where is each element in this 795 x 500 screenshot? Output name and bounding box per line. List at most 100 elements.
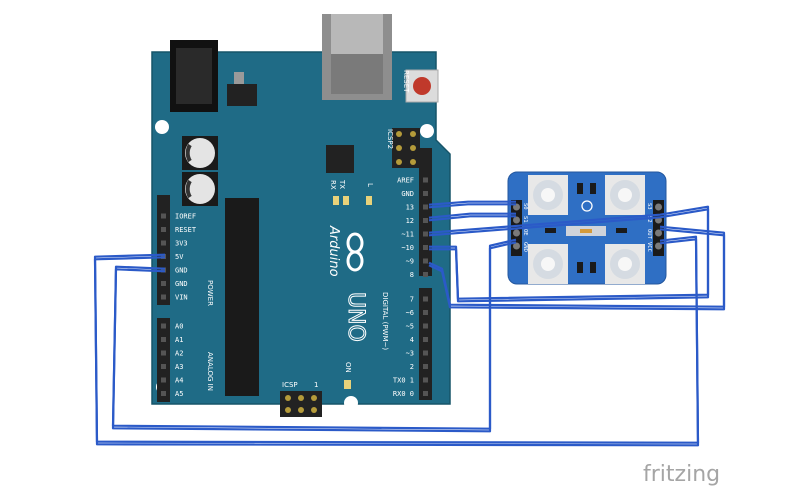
header-pin [423, 191, 428, 196]
header-pin [423, 204, 428, 210]
pin-label: A5 [175, 390, 183, 398]
dc-power-jack [170, 40, 218, 112]
usb-connector [322, 14, 392, 100]
sensor-pin-label: S3 [646, 203, 652, 210]
icsp-pin1-label: 1 [314, 381, 318, 389]
wire [93, 235, 700, 444]
header-pin [423, 377, 428, 383]
smd-resistor [616, 228, 627, 233]
pin-label: AREF [397, 177, 414, 185]
sensor-pin [655, 229, 662, 237]
analog-header-label: ANALOG IN [206, 352, 214, 391]
voltage-regulator [227, 72, 257, 106]
sensor-pin-label: S1 [522, 216, 528, 223]
pin-label: 13 [406, 204, 414, 212]
header-pin [161, 377, 166, 383]
header-pin [423, 218, 428, 223]
header-pin [161, 364, 166, 369]
sensor-pin-label: S2 [646, 216, 652, 223]
sensor-pin [513, 242, 520, 250]
pin-label: GND [175, 267, 188, 275]
reset-label: RESET [402, 70, 410, 93]
mounting-hole [344, 396, 358, 410]
atmega-chip [225, 198, 259, 396]
sensor-pin [655, 203, 662, 211]
reset-button[interactable] [405, 69, 439, 103]
capacitor [182, 172, 218, 206]
wire-group [93, 200, 726, 447]
header-pin [423, 231, 428, 237]
white-led [528, 244, 568, 284]
pin-label: A0 [175, 323, 183, 331]
rx-led [343, 196, 349, 205]
pin-label: RESET [175, 226, 197, 234]
usb-chip [326, 145, 354, 173]
logo-icon [581, 200, 593, 212]
sensor-pin [513, 229, 520, 237]
smd-resistor [577, 262, 583, 273]
wire [428, 200, 516, 206]
pin-label: ~5 [406, 323, 414, 331]
wire [93, 238, 700, 447]
header-pin [423, 364, 428, 369]
header-pin [161, 213, 166, 219]
pin-label: A4 [175, 377, 183, 385]
sensor-pin-label: OUT [646, 229, 652, 240]
smd-resistor [577, 183, 583, 194]
wire [428, 212, 516, 219]
wire [428, 215, 516, 222]
pin-label: 8 [410, 271, 414, 279]
header-pin [423, 350, 428, 356]
on-led [344, 380, 351, 389]
mounting-hole [420, 124, 434, 138]
header-pin [161, 227, 166, 232]
tx-led [333, 196, 339, 205]
rx-label: RX [329, 180, 337, 190]
sensor-pin-label: VCC [646, 242, 652, 252]
wire [428, 203, 516, 209]
icsp2-label: ICSP2 [386, 129, 394, 149]
wire [428, 228, 726, 311]
header-pin [423, 337, 428, 342]
capacitor [182, 136, 218, 170]
arduino-brand-text: Arduino [326, 225, 341, 277]
icsp-label: ICSP [282, 381, 298, 389]
header-pin [423, 310, 428, 315]
pin-label: TX0 1 [393, 377, 414, 385]
header-pin [423, 296, 428, 302]
smd-resistor [590, 262, 596, 273]
header-pin [161, 391, 166, 396]
wire [428, 225, 726, 308]
header-pin [423, 177, 428, 183]
analog-header [157, 318, 170, 402]
pin-label: 3V3 [175, 240, 188, 248]
wire [111, 238, 517, 430]
pin-label: A2 [175, 350, 183, 358]
header-pin [423, 323, 428, 329]
header-pin [161, 281, 166, 286]
mounting-hole [155, 120, 169, 134]
header-pin [423, 245, 428, 250]
header-pin [161, 337, 166, 342]
arduino-uno-board: RESET ICSP2 TX RX L [151, 14, 451, 417]
digital-header-upper [419, 148, 432, 276]
smd-resistor [545, 228, 556, 233]
pin-label: 5V [175, 253, 184, 261]
digital-header-lower [419, 288, 432, 400]
icsp-header [280, 391, 322, 417]
white-led [605, 244, 645, 284]
sensor-pin-label: GND [522, 242, 528, 252]
header-pin [161, 323, 166, 329]
sensor-pin-label: OE [522, 229, 528, 236]
on-label: ON [344, 362, 352, 373]
pin-label: ~3 [406, 350, 414, 358]
pin-label: GND [401, 190, 414, 198]
power-header [157, 195, 170, 305]
pin-label: 2 [410, 363, 414, 371]
fritzing-brand: fritzing [643, 462, 720, 487]
tx-label: TX [338, 179, 346, 189]
